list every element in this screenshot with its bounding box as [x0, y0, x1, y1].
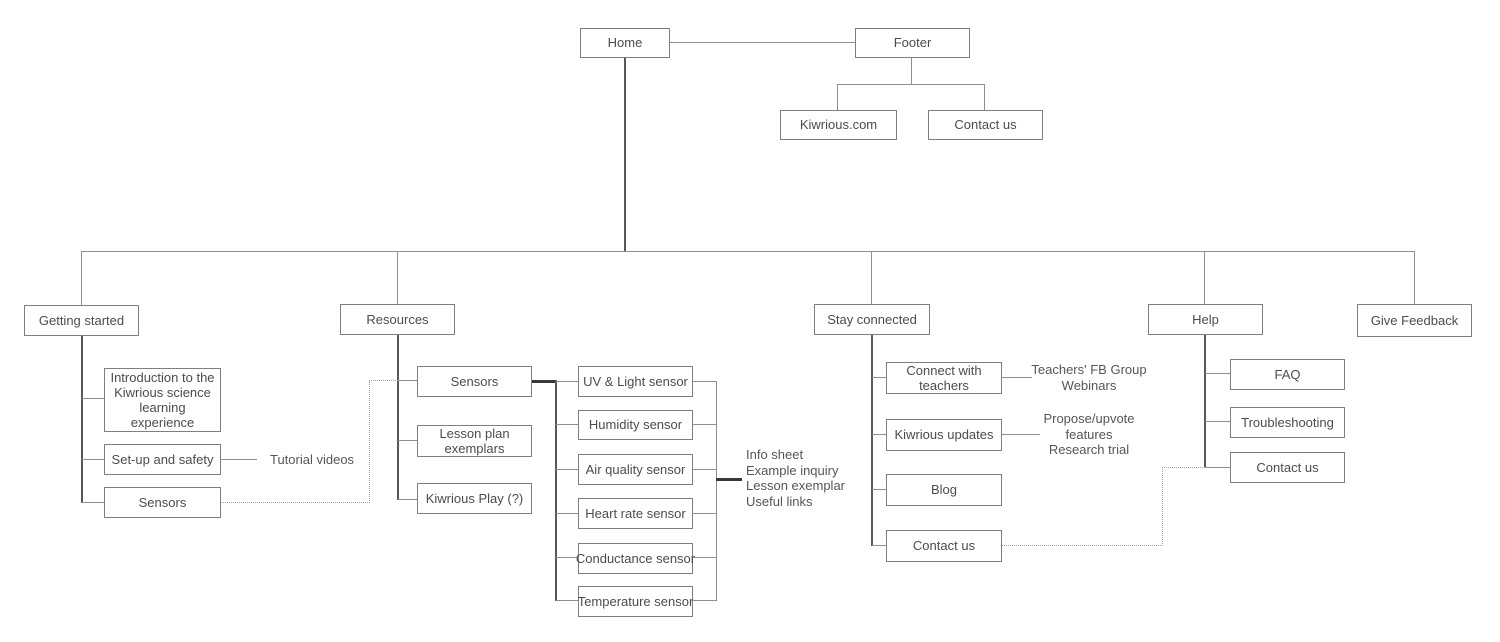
edge-sensors-to-contents [716, 478, 742, 481]
edge-connect-teachers-note [1002, 377, 1032, 378]
edge-sensor-heart-right [693, 513, 717, 514]
edge-resources-trunk [397, 335, 399, 500]
edge-sensor-uv-right [693, 381, 717, 382]
node-sensor-heart-rate[interactable]: Heart rate sensor [578, 498, 693, 529]
edge-updates-note [1002, 434, 1040, 435]
edge-getting-started-trunk [81, 336, 83, 503]
node-kiwrious-com[interactable]: Kiwrious.com [780, 110, 897, 140]
note-line-propose-upvote: Propose/upvote [1043, 411, 1135, 426]
edge-sensor-temperature-right [693, 600, 717, 601]
node-home[interactable]: Home [580, 28, 670, 58]
edge-sensor-conductance-right [693, 557, 717, 558]
node-sc-blog[interactable]: Blog [886, 474, 1002, 506]
edge-sensor-conductance-left [556, 557, 578, 558]
node-sc-connect-with-teachers[interactable]: Connect with teachers [886, 362, 1002, 394]
note-line-lesson-exemplar: Lesson exemplar [746, 478, 845, 494]
node-gs-setup-safety[interactable]: Set-up and safety [104, 444, 221, 475]
node-help-troubleshooting[interactable]: Troubleshooting [1230, 407, 1345, 438]
edge-stay-connected-trunk [871, 335, 873, 546]
note-kiwrious-updates[interactable]: Propose/upvote features Research trial [1032, 411, 1146, 458]
note-tutorial-videos[interactable]: Tutorial videos [270, 452, 355, 467]
edge-sensor-temperature-left [556, 600, 578, 601]
node-help-contact-us[interactable]: Contact us [1230, 452, 1345, 483]
edge-footer-kiwrious-drop [837, 84, 838, 110]
node-give-feedback[interactable]: Give Feedback [1357, 304, 1472, 337]
edge-res-kiwrious-play [398, 499, 417, 500]
edge-dotted-contact-top [1162, 467, 1205, 468]
edge-help-faq [1205, 373, 1230, 374]
edge-setup-tutorial-videos [221, 459, 257, 460]
node-res-lesson-plan-exemplars[interactable]: Lesson plan exemplars [417, 425, 532, 457]
edge-dotted-contact-v [1162, 467, 1163, 546]
edge-drop-resources [397, 251, 398, 304]
edge-help-troubleshooting [1205, 421, 1230, 422]
edge-drop-help [1204, 251, 1205, 304]
edge-sensor-humidity-right [693, 424, 717, 425]
edge-distribution [81, 251, 1415, 252]
edge-gs-intro [82, 398, 104, 399]
edge-dotted-gs-sensors-v [369, 381, 370, 503]
edge-help-contact [1205, 467, 1230, 468]
node-sc-kiwrious-updates[interactable]: Kiwrious updates [886, 419, 1002, 451]
edge-footer-split [837, 84, 985, 85]
node-sensor-conductance[interactable]: Conductance sensor [576, 543, 695, 574]
node-sc-contact-us[interactable]: Contact us [886, 530, 1002, 562]
node-gs-introduction[interactable]: Introduction to the Kiwrious science lea… [104, 368, 221, 432]
node-stay-connected[interactable]: Stay connected [814, 304, 930, 335]
edge-res-sensors [398, 380, 417, 381]
node-help-faq[interactable]: FAQ [1230, 359, 1345, 390]
note-line-webinars: Webinars [1061, 377, 1117, 393]
edge-gs-sensors [82, 502, 104, 503]
edge-sensor-air-right [693, 469, 717, 470]
node-resources[interactable]: Resources [340, 304, 455, 335]
edge-drop-stay-connected [871, 251, 872, 304]
edge-sc-updates [872, 434, 886, 435]
note-line-useful-links: Useful links [746, 493, 813, 509]
edge-sensor-list-left-trunk [555, 380, 557, 601]
node-footer[interactable]: Footer [855, 28, 970, 58]
edge-sensor-air-left [556, 469, 578, 470]
note-line-info-sheet: Info sheet [746, 447, 804, 462]
edge-sensor-humidity-left [556, 424, 578, 425]
edge-sc-contact [872, 545, 886, 546]
edge-home-down [624, 58, 626, 252]
node-sensor-humidity[interactable]: Humidity sensor [578, 410, 693, 440]
note-line-research-trial: Research trial [1048, 442, 1130, 458]
edge-dotted-gs-sensors-top [369, 380, 398, 381]
note-connect-teachers[interactable]: Teachers' FB Group Webinars [1030, 362, 1148, 393]
note-line-example-inquiry: Example inquiry [746, 462, 839, 478]
edge-sensor-uv-left [556, 381, 578, 382]
node-sensor-air-quality[interactable]: Air quality sensor [578, 454, 693, 485]
edge-sensor-heart-left [556, 513, 578, 514]
edge-dotted-gs-sensors-h [221, 502, 370, 503]
edge-home-footer [670, 42, 855, 43]
edge-sc-blog [872, 489, 886, 490]
edge-res-lesson-plans [398, 440, 417, 441]
node-getting-started[interactable]: Getting started [24, 305, 139, 336]
node-footer-contact-us[interactable]: Contact us [928, 110, 1043, 140]
edge-gs-setup [82, 459, 104, 460]
edge-drop-getting-started [81, 251, 82, 305]
edge-drop-give-feedback [1414, 251, 1415, 304]
note-sensor-page-contents[interactable]: Info sheet Example inquiry Lesson exempl… [746, 447, 856, 509]
edge-footer-contact-drop [984, 84, 985, 110]
node-res-kiwrious-play[interactable]: Kiwrious Play (?) [417, 483, 532, 514]
node-sensor-uv-light[interactable]: UV & Light sensor [578, 366, 693, 397]
edge-footer-down [911, 58, 912, 84]
node-help[interactable]: Help [1148, 304, 1263, 335]
edge-sensors-to-list [532, 380, 556, 383]
edge-sensor-list-right-trunk [716, 381, 717, 601]
edge-sc-connect [872, 377, 886, 378]
node-res-sensors[interactable]: Sensors [417, 366, 532, 397]
note-line-teachers-fb-group: Teachers' FB Group [1031, 362, 1147, 377]
node-gs-sensors[interactable]: Sensors [104, 487, 221, 518]
edge-help-trunk [1204, 335, 1206, 468]
note-line-features: features [1065, 426, 1113, 442]
edge-dotted-contact-h [1002, 545, 1163, 546]
node-sensor-temperature[interactable]: Temperature sensor [578, 586, 693, 617]
